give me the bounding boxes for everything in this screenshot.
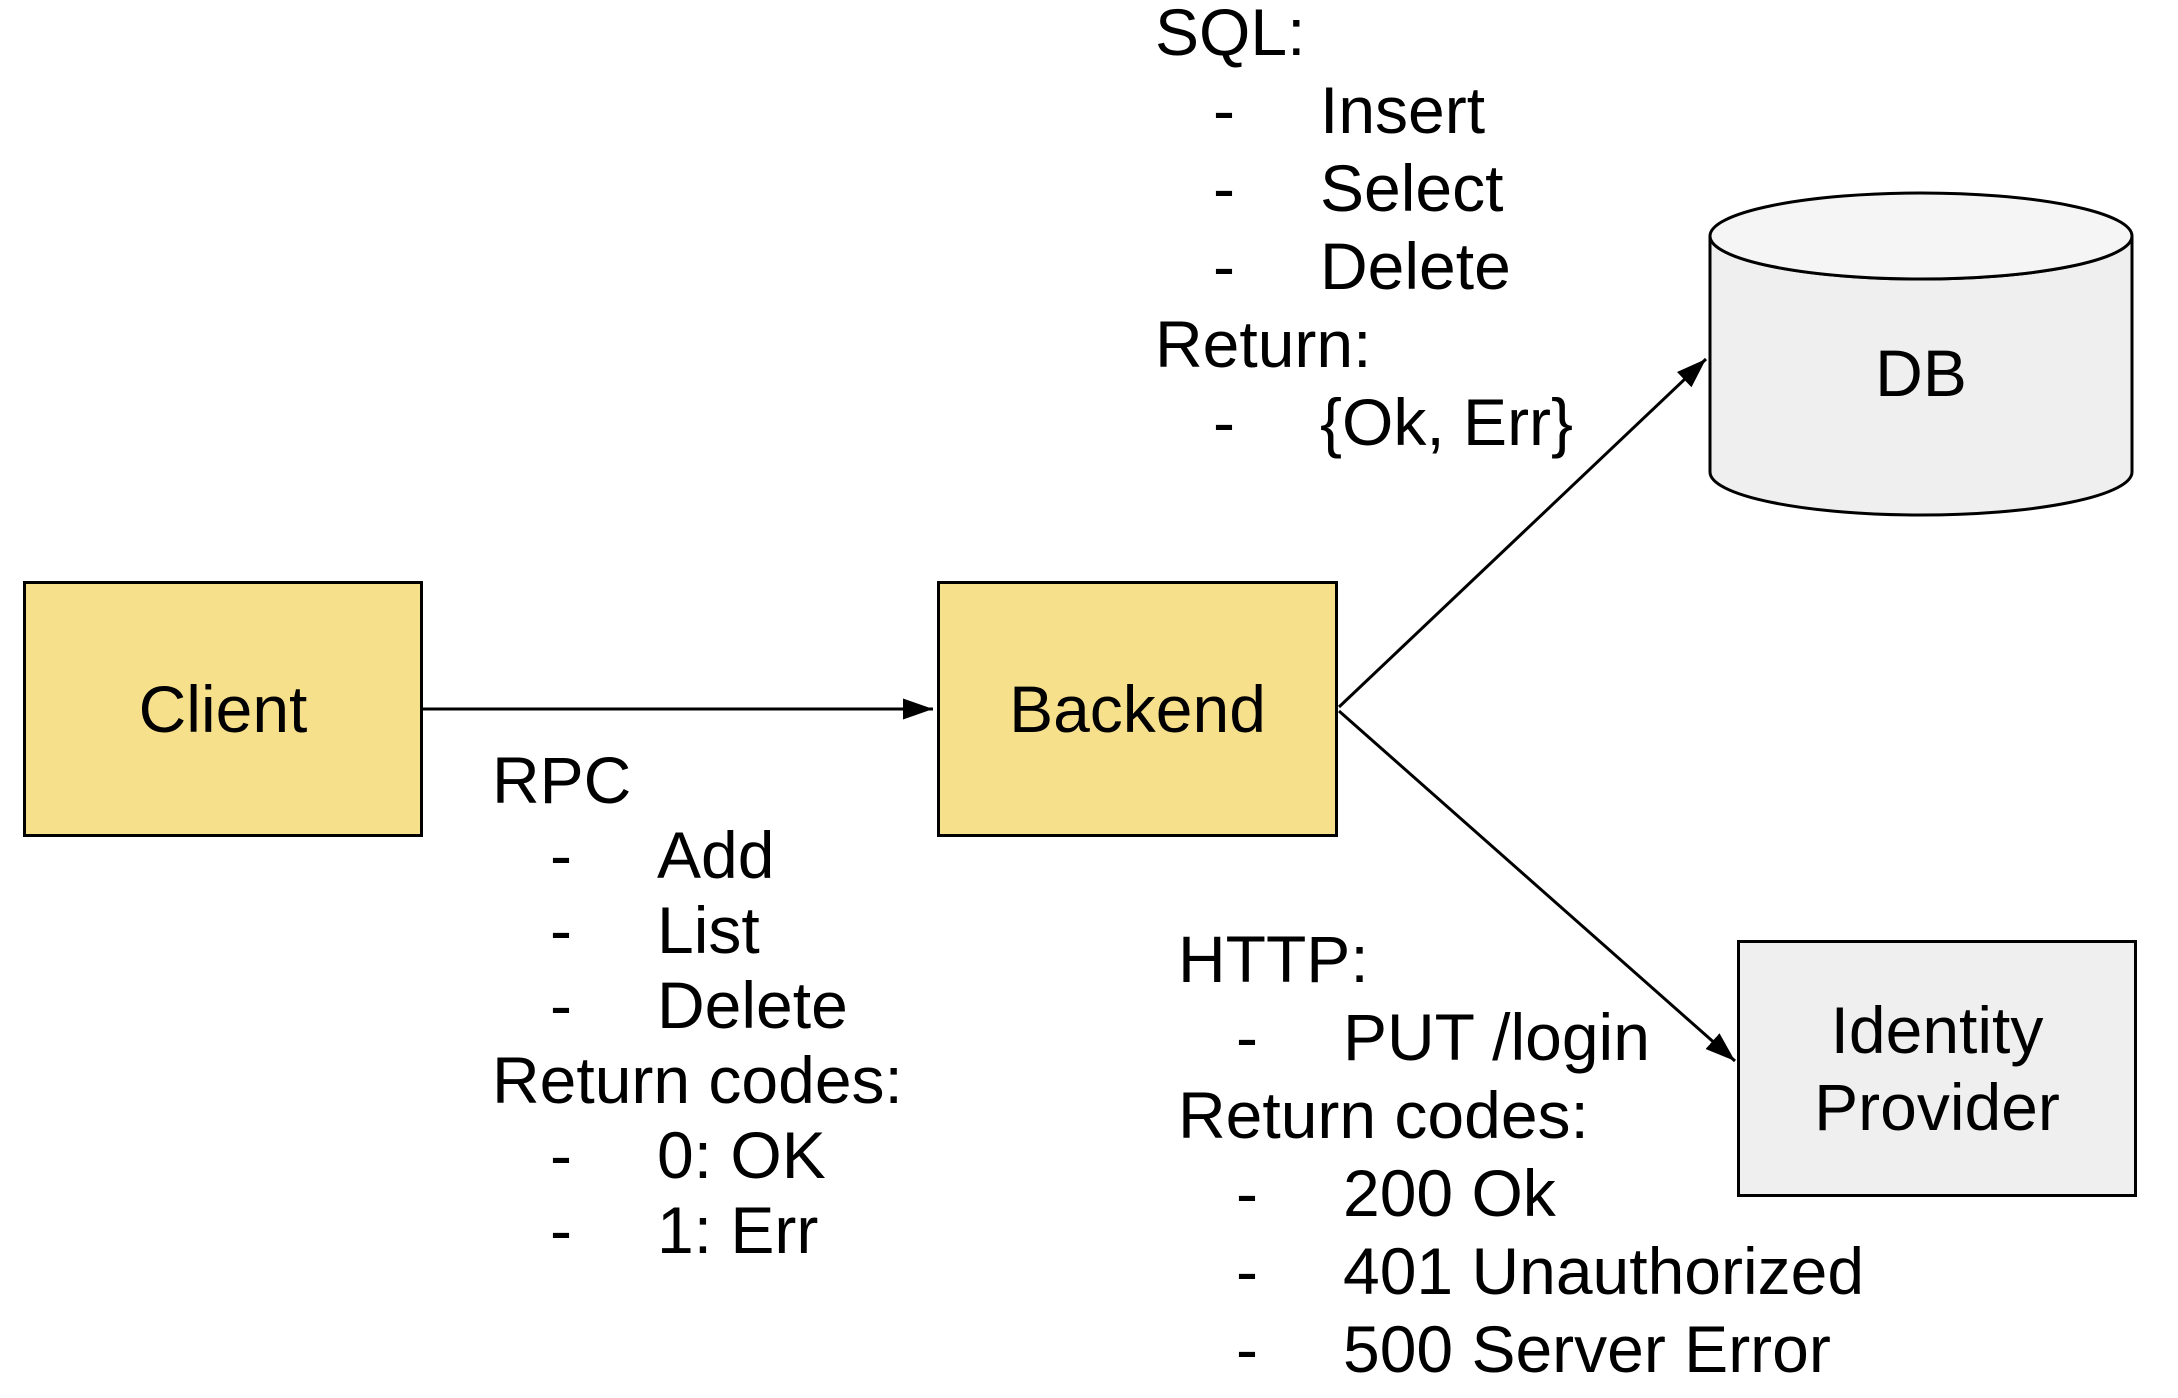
sql-item-line: - {Ok, Err}: [1155, 383, 1573, 461]
bullet-dash: -: [550, 1118, 572, 1192]
rpc-header-text: RPC: [492, 743, 632, 817]
rpc-item-line: - Delete: [492, 968, 903, 1043]
sql-item-text: {Ok, Err}: [1320, 385, 1574, 459]
sql-item-line: - Delete: [1155, 227, 1573, 305]
bullet-dash: -: [550, 968, 572, 1042]
rpc-item-line: - 0: OK: [492, 1118, 903, 1193]
sql-item-line: - Select: [1155, 149, 1573, 227]
http-header-text: HTTP:: [1178, 922, 1369, 996]
rpc-item-text: 0: OK: [657, 1118, 826, 1192]
rpc-item-line: - Add: [492, 818, 903, 893]
http-item-text: 200 Ok: [1343, 1156, 1556, 1230]
node-client-label: Client: [138, 671, 308, 746]
http-header-text: Return codes:: [1178, 1078, 1589, 1152]
bullet-dash: -: [1236, 1312, 1258, 1386]
rpc-item-text: List: [657, 893, 760, 967]
node-db-label: DB: [1875, 336, 1967, 410]
sql-item-text: Select: [1320, 151, 1504, 225]
http-item-line: - PUT /login: [1178, 998, 1864, 1076]
sql-header-text: SQL:: [1155, 0, 1306, 69]
http-item-text: 401 Unauthorized: [1343, 1234, 1865, 1308]
sql-header-line: SQL:: [1155, 0, 1573, 71]
sql-item-text: Delete: [1320, 229, 1511, 303]
rpc-item-text: Delete: [657, 968, 848, 1042]
http-item-text: PUT /login: [1343, 1000, 1650, 1074]
bullet-dash: -: [1213, 385, 1235, 459]
db-cylinder-top: [1708, 191, 2134, 281]
bullet-dash: -: [550, 893, 572, 967]
bullet-dash: -: [550, 818, 572, 892]
bullet-dash: -: [550, 1193, 572, 1267]
rpc-header-line: Return codes:: [492, 1043, 903, 1118]
http-item-line: - 500 Server Error: [1178, 1310, 1864, 1388]
node-identity-provider-label-line1: Identity: [1830, 992, 2044, 1067]
rpc-item-text: 1: Err: [657, 1193, 819, 1267]
rpc-item-line: - List: [492, 893, 903, 968]
node-identity-provider: Identity Provider: [1737, 940, 2137, 1197]
node-client: Client: [23, 581, 423, 837]
arrow-backend-to-identity-provider: [1338, 709, 1736, 1063]
bullet-dash: -: [1213, 229, 1235, 303]
db-cylinder: [1708, 191, 2134, 517]
rpc-item-line: - 1: Err: [492, 1193, 903, 1268]
bullet-dash: -: [1236, 1000, 1258, 1074]
sql-item-text: Insert: [1320, 73, 1486, 147]
rpc-header-text: Return codes:: [492, 1043, 903, 1117]
http-item-line: - 200 Ok: [1178, 1154, 1864, 1232]
sql-header-line: Return:: [1155, 305, 1573, 383]
node-backend: Backend: [937, 581, 1338, 837]
http-header-line: HTTP:: [1178, 920, 1864, 998]
rpc-item-text: Add: [657, 818, 775, 892]
sql-item-line: - Insert: [1155, 71, 1573, 149]
http-item-text: 500 Server Error: [1343, 1312, 1831, 1386]
bullet-dash: -: [1213, 151, 1235, 225]
bullet-dash: -: [1236, 1156, 1258, 1230]
sql-header-text: Return:: [1155, 307, 1372, 381]
arrow-backend-to-db: [1337, 357, 1708, 709]
bullet-dash: -: [1213, 73, 1235, 147]
http-item-line: - 401 Unauthorized: [1178, 1232, 1864, 1310]
bullet-dash: -: [1236, 1234, 1258, 1308]
rpc-header-line: RPC: [492, 743, 903, 818]
node-identity-provider-label-line2: Provider: [1814, 1069, 2060, 1144]
node-backend-label: Backend: [1009, 671, 1266, 746]
http-header-line: Return codes:: [1178, 1076, 1864, 1154]
